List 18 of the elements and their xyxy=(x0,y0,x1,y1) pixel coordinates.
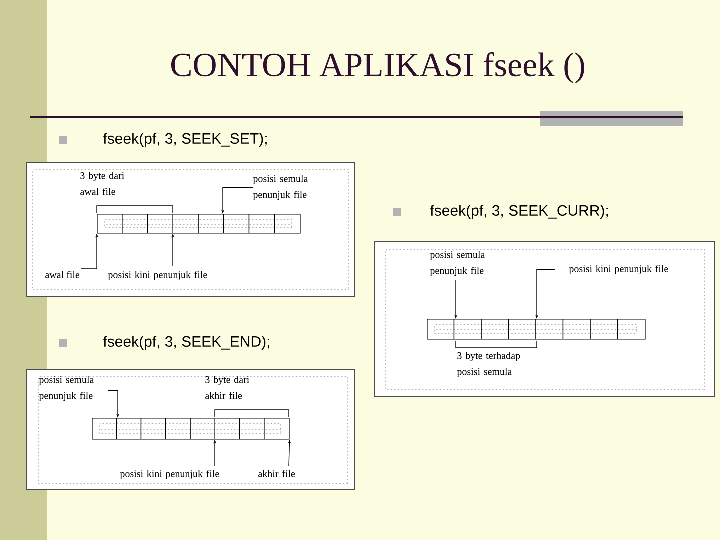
pointer-label: posisi semula penunjuk file xyxy=(39,376,94,402)
code-line: fseek(pf, 3, SEEK_SET); xyxy=(103,133,267,147)
bracket-label: 3 byte dari awal file xyxy=(80,172,124,196)
bracket-label: 3 byte dari akhir file xyxy=(206,376,250,400)
byte-array xyxy=(97,214,301,234)
pointer-label: posisi kini penunjuk file xyxy=(108,271,208,280)
code-line: fseek(pf, 3, SEEK_CURR); xyxy=(430,205,608,219)
pointer-label: posisi semula penunjuk file xyxy=(253,175,308,200)
bracket-label: 3 byte terhadap posisi semula xyxy=(457,352,520,378)
byte-array xyxy=(92,418,290,440)
pointer-label: akhir file xyxy=(258,470,296,478)
pointer-label: posisi kini penunjuk file xyxy=(569,265,668,274)
pointer-label: awal file xyxy=(46,271,80,278)
pointer-label: posisi semula penunjuk file xyxy=(430,251,486,276)
title: CONTOH APLIKASI fseek () xyxy=(172,52,584,84)
pointer-label: posisi kini penunjuk file xyxy=(120,470,220,480)
code-line: fseek(pf, 3, SEEK_END); xyxy=(103,336,270,350)
byte-array xyxy=(427,318,646,340)
